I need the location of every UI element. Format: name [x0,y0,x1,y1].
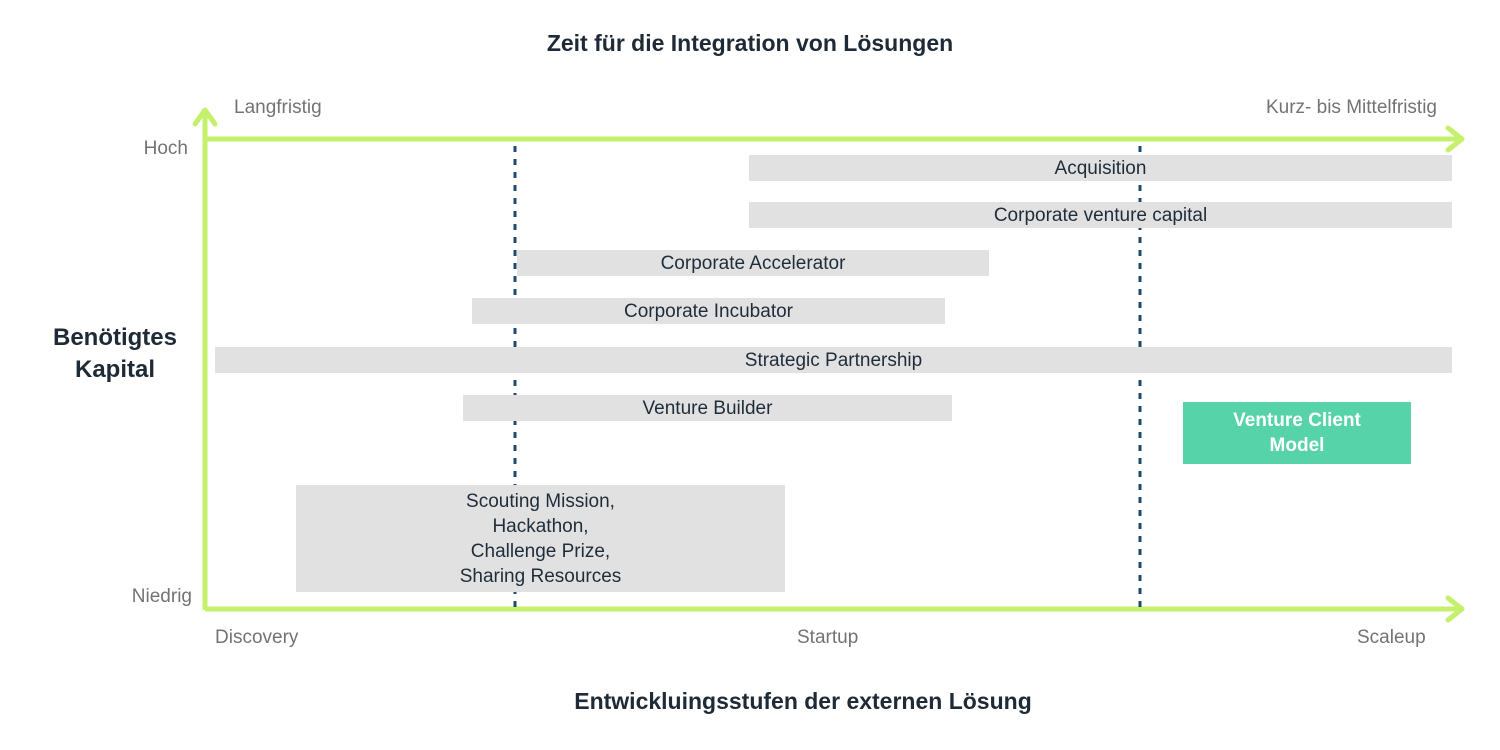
top-title: Zeit für die Integration von Lösungen [546,30,954,56]
bar-acquisition: Acquisition [749,155,1452,181]
bottom-title: Entwickluingsstufen der externen Lösung [574,688,1032,714]
bar-label: Corporate Incubator [624,300,793,322]
bar-label: Corporate venture capital [993,204,1208,226]
bar-label: Venture Client Model [1233,410,1361,456]
y-axis-top-label: Hoch [143,138,188,159]
bar-corporate-accelerator: Corporate Accelerator [517,250,989,276]
bar-venture-builder: Venture Builder [463,395,952,421]
y-axis-title-line1: Benötigtes [52,324,177,351]
bar-strategic-partnership: Strategic Partnership [215,347,1452,373]
bottom-axis-arrowhead [1445,595,1465,623]
bar-label: Venture Builder [642,397,773,419]
bar-scouting-mission: Scouting Mission, Hackathon, Challenge P… [296,485,785,592]
top-axis-left-label: Langfristig [234,97,322,118]
bar-label: Corporate Accelerator [660,252,846,274]
y-axis-title: Benötigtes Kapital [15,322,215,386]
bar-venture-client-model: Venture Client Model [1183,402,1411,464]
bar-label: Acquisition [1054,157,1147,179]
top-axis-arrowhead [1445,125,1465,153]
y-axis-title-line2: Kapital [74,356,155,383]
stage-label-scaleup: Scaleup [1357,627,1426,648]
stage-label-discovery: Discovery [215,627,299,648]
stage-label-startup: Startup [797,627,859,648]
bar-label: Strategic Partnership [744,349,923,371]
y-axis-bottom-label: Niedrig [131,586,192,607]
y-axis-arrowhead [192,107,218,127]
top-axis-right-label: Kurz- bis Mittelfristig [1265,97,1437,118]
bar-label: Scouting Mission, Hackathon, Challenge P… [459,490,622,587]
bar-corporate-incubator: Corporate Incubator [472,298,945,324]
bar-corporate-venture-capital: Corporate venture capital [749,202,1452,228]
